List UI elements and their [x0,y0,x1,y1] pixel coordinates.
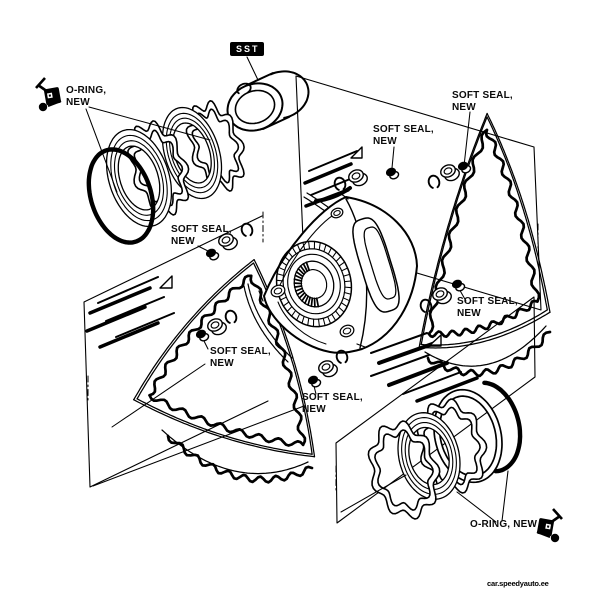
label-line: SOFT SEAL, [373,124,434,135]
label-line: NEW [373,136,397,147]
label-line: NEW [452,102,476,113]
label-soft-seal-new-3: SOFT SEAL, NEW [452,90,513,114]
label-line: SOFT SEAL, [210,346,271,357]
label-line: NEW [457,308,481,319]
label-line: NEW [302,404,326,415]
label-line: O-RING, [66,85,107,96]
label-line: SOFT SEAL, [171,224,232,235]
label-soft-seal-new-1: SOFT SEAL, NEW [171,224,232,248]
label-line: NEW [210,358,234,369]
parts-cart-icon [531,507,563,548]
label-line: SOFT SEAL, [302,392,363,403]
label-sst: SST [230,42,264,56]
label-o-ring-new-top: O-RING, NEW [66,85,106,109]
hand-truck-icon [35,77,62,112]
label-soft-seal-new-5: SOFT SEAL, NEW [210,346,271,370]
parts-cart-icon [35,76,67,117]
label-o-ring-new-bottom: O-RING, NEW [470,519,538,530]
label-line: SOFT SEAL, [452,90,513,101]
label-line: NEW [66,97,90,108]
label-line: NEW [171,236,195,247]
label-soft-seal-new-4: SOFT SEAL, NEW [457,296,518,320]
label-soft-seal-new-2: SOFT SEAL, NEW [373,124,434,148]
watermark-text: car.speedyauto.ee [487,579,549,588]
label-line: SOFT SEAL, [457,296,518,307]
hand-truck-icon [536,508,563,543]
label-soft-seal-new-6: SOFT SEAL, NEW [302,392,363,416]
